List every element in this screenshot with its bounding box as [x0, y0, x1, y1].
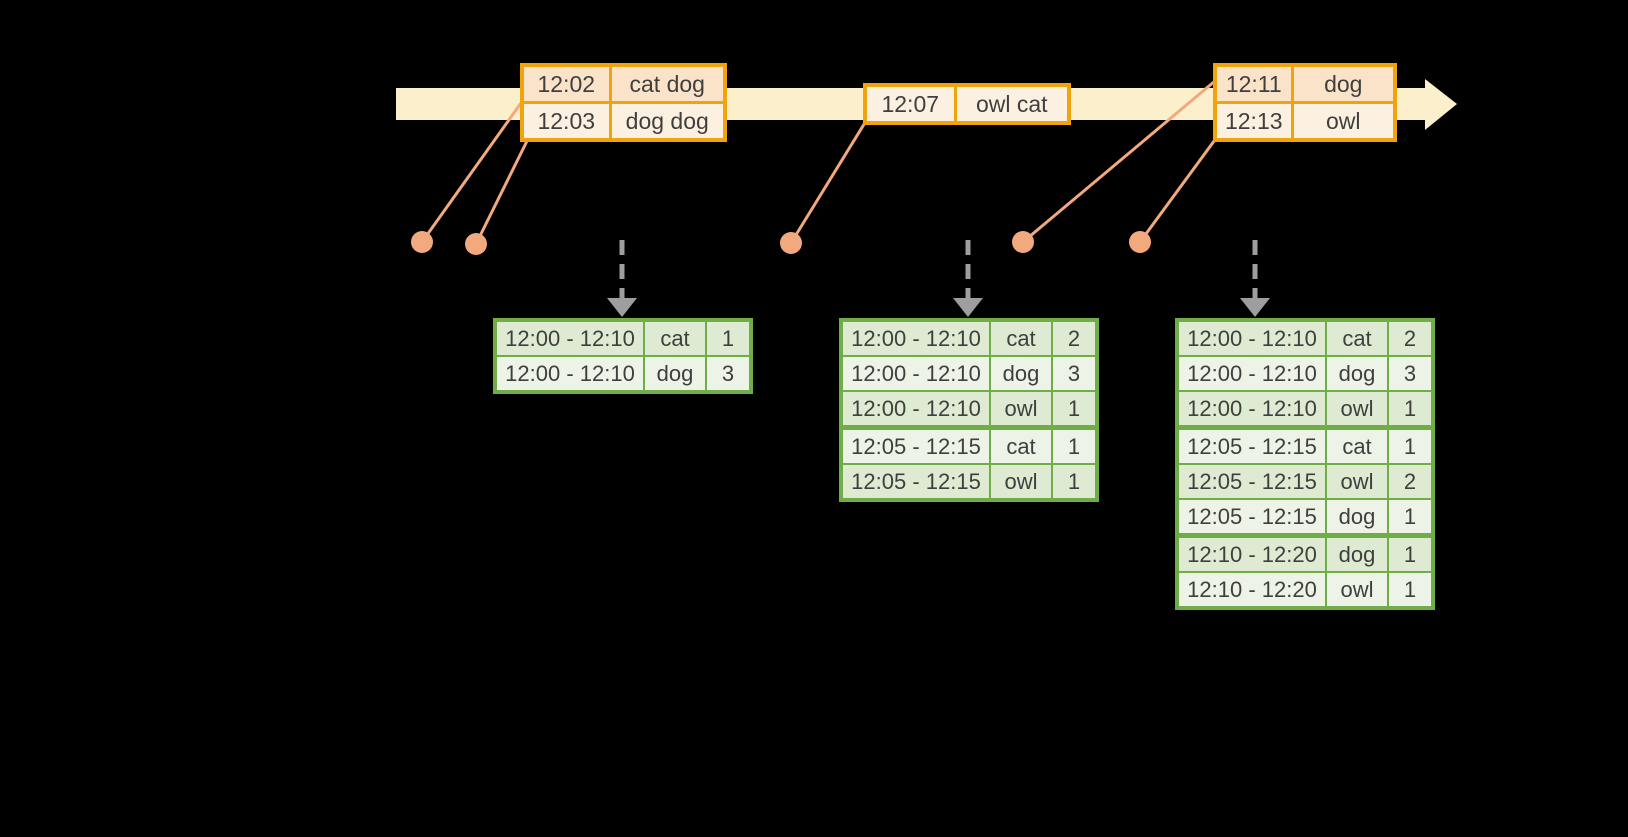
count-cell: 1	[1387, 498, 1434, 537]
count-cell: 1	[1387, 571, 1434, 609]
word-cell: owl	[989, 463, 1053, 501]
result-row: 12:00 - 12:10 dog 3	[494, 355, 752, 393]
count-cell: 1	[705, 319, 752, 357]
result-row: 12:00 - 12:10 cat 2	[1176, 319, 1434, 357]
window-cell: 12:05 - 12:15	[840, 463, 991, 501]
window-cell: 12:05 - 12:15	[840, 425, 991, 465]
connector-line	[420, 102, 523, 243]
event-time-cell: 12:03	[520, 101, 612, 142]
count-cell: 1	[1051, 425, 1098, 465]
result-row: 12:10 - 12:20 dog 1	[1176, 533, 1434, 573]
word-cell: cat	[1325, 319, 1389, 357]
event-words-cell: cat dog	[608, 63, 727, 104]
event-row: 12:07 owl cat	[863, 83, 1071, 125]
event-row: 12:11 dog	[1213, 63, 1397, 104]
event-time-cell: 12:11	[1213, 63, 1294, 104]
result-row: 12:00 - 12:10 owl 1	[840, 390, 1098, 429]
word-cell: dog	[1325, 355, 1389, 392]
window-cell: 12:05 - 12:15	[1176, 425, 1327, 465]
count-cell: 2	[1387, 319, 1434, 357]
drop-arrow-icon	[1240, 240, 1270, 317]
result-row: 12:05 - 12:15 owl 2	[1176, 463, 1434, 500]
event-row: 12:03 dog dog	[520, 101, 727, 142]
result-row: 12:00 - 12:10 cat 1	[494, 319, 752, 357]
event-row: 12:13 owl	[1213, 101, 1397, 142]
window-cell: 12:10 - 12:20	[1176, 533, 1327, 573]
event-dot-icon	[1012, 231, 1034, 253]
connector-line	[789, 120, 868, 244]
drop-arrow-icon	[953, 240, 983, 317]
result-row: 12:05 - 12:15 dog 1	[1176, 498, 1434, 537]
result-row: 12:10 - 12:20 owl 1	[1176, 571, 1434, 609]
word-cell: cat	[643, 319, 707, 357]
connector-line	[474, 140, 529, 245]
event-dot-icon	[1129, 231, 1151, 253]
window-cell: 12:00 - 12:10	[1176, 390, 1327, 429]
word-cell: owl	[1325, 463, 1389, 500]
window-cell: 12:05 - 12:15	[1176, 463, 1327, 500]
event-words-cell: dog dog	[608, 101, 727, 142]
event-time-cell: 12:07	[863, 83, 957, 125]
count-cell: 3	[705, 355, 752, 393]
window-cell: 12:00 - 12:10	[494, 355, 645, 393]
word-cell: cat	[1325, 425, 1389, 465]
count-cell: 3	[1387, 355, 1434, 392]
result-row: 12:05 - 12:15 cat 1	[1176, 425, 1434, 465]
connector-line	[1138, 136, 1219, 243]
window-cell: 12:05 - 12:15	[1176, 498, 1327, 537]
result-row: 12:00 - 12:10 owl 1	[1176, 390, 1434, 429]
word-cell: dog	[1325, 498, 1389, 537]
window-cell: 12:10 - 12:20	[1176, 571, 1327, 609]
event-table-3: 12:11 dog 12:13 owl	[1213, 63, 1397, 142]
event-time-cell: 12:02	[520, 63, 612, 104]
window-cell: 12:00 - 12:10	[840, 390, 991, 429]
word-cell: dog	[989, 355, 1053, 392]
word-cell: owl	[1325, 390, 1389, 429]
result-row: 12:00 - 12:10 dog 3	[1176, 355, 1434, 392]
window-cell: 12:00 - 12:10	[1176, 319, 1327, 357]
window-cell: 12:00 - 12:10	[840, 319, 991, 357]
event-dot-icon	[465, 233, 487, 255]
drop-arrow-icon	[607, 240, 637, 317]
connector-line	[1022, 79, 1216, 244]
count-cell: 1	[1387, 533, 1434, 573]
event-words-cell: owl cat	[953, 83, 1071, 125]
word-cell: owl	[989, 390, 1053, 429]
word-cell: dog	[643, 355, 707, 393]
window-cell: 12:00 - 12:10	[494, 319, 645, 357]
word-cell: cat	[989, 319, 1053, 357]
event-dot-icon	[411, 231, 433, 253]
result-row: 12:00 - 12:10 dog 3	[840, 355, 1098, 392]
count-cell: 1	[1387, 390, 1434, 429]
count-cell: 1	[1387, 425, 1434, 465]
count-cell: 2	[1387, 463, 1434, 500]
result-row: 12:00 - 12:10 cat 2	[840, 319, 1098, 357]
result-table-3: 12:00 - 12:10 cat 2 12:00 - 12:10 dog 3 …	[1175, 318, 1435, 610]
event-time-cell: 12:13	[1213, 101, 1294, 142]
word-cell: dog	[1325, 533, 1389, 573]
result-table-1: 12:00 - 12:10 cat 1 12:00 - 12:10 dog 3	[493, 318, 753, 394]
event-dot-icon	[780, 232, 802, 254]
word-cell: cat	[989, 425, 1053, 465]
event-table-2: 12:07 owl cat	[863, 83, 1071, 125]
event-words-cell: owl	[1290, 101, 1397, 142]
window-cell: 12:00 - 12:10	[1176, 355, 1327, 392]
event-table-1: 12:02 cat dog 12:03 dog dog	[520, 63, 727, 142]
count-cell: 1	[1051, 390, 1098, 429]
result-row: 12:05 - 12:15 cat 1	[840, 425, 1098, 465]
word-cell: owl	[1325, 571, 1389, 609]
result-table-2: 12:00 - 12:10 cat 2 12:00 - 12:10 dog 3 …	[839, 318, 1099, 502]
window-cell: 12:00 - 12:10	[840, 355, 991, 392]
count-cell: 2	[1051, 319, 1098, 357]
event-words-cell: dog	[1290, 63, 1397, 104]
result-row: 12:05 - 12:15 owl 1	[840, 463, 1098, 501]
count-cell: 3	[1051, 355, 1098, 392]
event-row: 12:02 cat dog	[520, 63, 727, 104]
count-cell: 1	[1051, 463, 1098, 501]
